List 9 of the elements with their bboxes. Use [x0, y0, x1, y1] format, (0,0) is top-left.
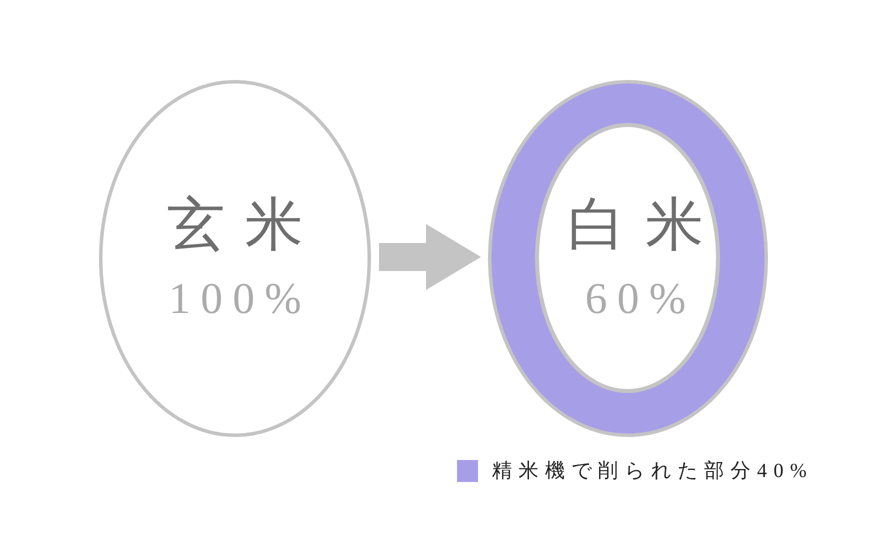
node-title: 白米 [568, 196, 704, 254]
legend-label: 精米機で削られた部分40% [492, 461, 807, 481]
percentage-label: 60% [585, 276, 686, 320]
outer-oval [488, 80, 768, 437]
node-title: 玄米 [167, 196, 303, 254]
block-arrow [379, 224, 481, 290]
percentage-label: 100% [168, 277, 302, 321]
inner-oval [535, 123, 720, 393]
oval [99, 80, 371, 437]
